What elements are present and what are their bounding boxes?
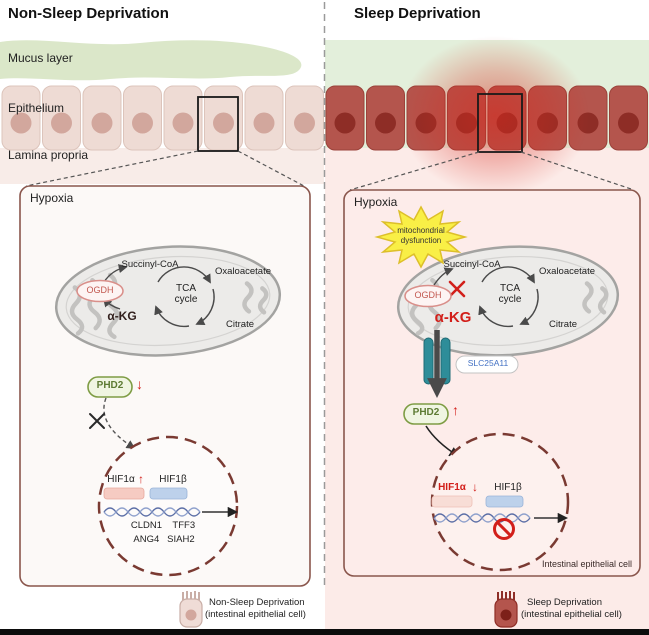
dna-right [433, 513, 531, 523]
phd2-box-left [87, 376, 133, 398]
ogdh-oval-left [76, 279, 124, 303]
slc25a11-label-box [455, 355, 519, 374]
hif1a-box-right [431, 495, 473, 508]
phd2-up-arrow-right: ↑ [452, 402, 459, 418]
tca-label-right-2: cycle [498, 294, 522, 305]
intestinal-epithelial-cell-label: Intestinal epithelial cell [541, 559, 632, 569]
phd2-label-right: PHD2 [412, 407, 440, 418]
zoom-connectors [25, 150, 635, 191]
oxaloacetate-label-right: Oxaloacetate [539, 266, 595, 277]
tca-label-left-1: TCA [176, 283, 196, 294]
nucleus-left [97, 435, 239, 577]
mitochondrial-dysfunction-label-1: mitochondrial [397, 226, 445, 235]
ogdh-oval-right [404, 284, 452, 308]
alpha-kg-label-left: α-KG [107, 309, 137, 323]
citrate-label-left: Citrate [226, 319, 254, 330]
tca-label-left-2: cycle [174, 294, 198, 305]
pathway-x-mark [89, 413, 105, 429]
target-genes-line2: ANG4 SIAH2 [133, 534, 195, 545]
hif1b-box-right [485, 495, 524, 508]
zoom-box-right [477, 93, 523, 153]
hif1a-up-arrow-left: ↑ [138, 472, 144, 486]
zoom-box-left [197, 96, 239, 152]
hif1b-label-right: HIF1β [494, 482, 522, 493]
bottom-border-bar [0, 629, 649, 635]
legend-right-line1: Sleep Deprivation [527, 597, 602, 608]
hypoxia-label-left: Hypoxia [30, 191, 74, 205]
lamina-propria-left [0, 148, 324, 184]
ogdh-label-right: OGDH [414, 290, 442, 300]
hif1a-box-left [103, 487, 145, 500]
blocked-reaction-x [448, 280, 466, 298]
mucus-layer-left [0, 40, 302, 81]
oxaloacetate-label-left: Oxaloacetate [215, 266, 271, 277]
succinyl-coa-label-right: Succinyl-CoA [443, 259, 501, 270]
epithelium-left-nuclei [10, 112, 315, 134]
legend-right-line2: (intestinal epithelial cell) [521, 609, 622, 620]
tca-label-right-1: TCA [500, 283, 520, 294]
phd2-down-arrow-left: ↓ [136, 376, 143, 392]
title-non-sleep-deprivation: Non-Sleep Deprivation [8, 5, 169, 22]
slc25a11-label: SLC25A11 [467, 358, 509, 368]
inflammation-glow [400, 36, 590, 196]
hif1b-label-left: HIF1β [159, 474, 187, 485]
lamina-propria-label: Lamina propria [8, 148, 89, 162]
alpha-kg-label-right: α-KG [434, 309, 472, 326]
ogdh-label-left: OGDH [86, 285, 114, 295]
phd2-box-right [403, 403, 449, 425]
hif1a-label-right: HIF1α [438, 482, 466, 493]
target-genes-line1: CLDN1 TFF3 [130, 520, 196, 531]
epithelium-label: Epithelium [8, 101, 65, 115]
legend-icon-healthy-cell [179, 591, 203, 628]
succinyl-coa-label-left: Succinyl-CoA [121, 259, 179, 270]
hif1a-down-arrow-right: ↓ [472, 480, 478, 494]
legend-left-line2: (intestinal epithelial cell) [205, 609, 306, 620]
tca-cycle-arrows-right [433, 266, 539, 328]
mucus-layer-label: Mucus layer [8, 51, 73, 65]
epithelium-left [1, 85, 324, 151]
title-sleep-deprivation: Sleep Deprivation [354, 5, 481, 22]
phd2-label-left: PHD2 [96, 380, 124, 391]
dna-left [103, 507, 201, 517]
hif1b-box-left [149, 487, 188, 500]
dysfunction-starburst [374, 205, 468, 269]
hypoxia-label-right: Hypoxia [354, 195, 398, 209]
mitochondrial-dysfunction-label-2: dysfunction [400, 236, 442, 245]
transcription-blocked-icon [493, 518, 515, 540]
legend-icon-sleep-deprived-cell [494, 591, 518, 628]
citrate-label-right: Citrate [549, 319, 577, 330]
hif1a-label-left: HIF1α [107, 474, 135, 485]
legend-left-line1: Non-Sleep Deprivation [209, 597, 305, 608]
